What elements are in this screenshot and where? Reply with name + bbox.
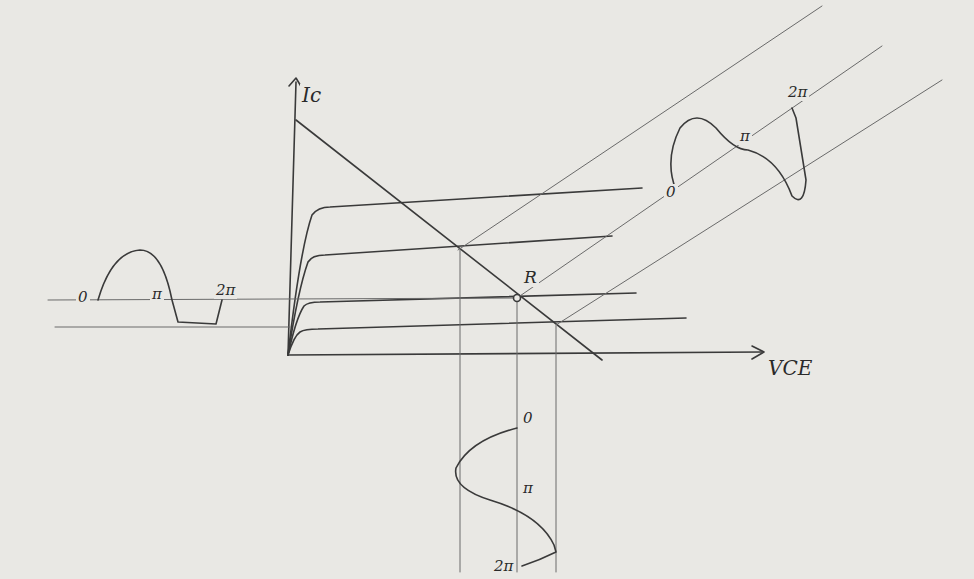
- point-label: R: [522, 268, 539, 287]
- projection-line: [460, 250, 461, 572]
- axis-arrow: [752, 346, 764, 359]
- axis-label: VCE: [766, 357, 814, 379]
- projection-line: [556, 326, 557, 572]
- ic-waveform: [671, 108, 806, 200]
- phase-label: 2π: [214, 282, 237, 299]
- vce-waveform: [456, 428, 556, 566]
- phase-label: 0: [76, 289, 90, 306]
- characteristic-curve: [288, 188, 642, 355]
- phase-label: 2π: [492, 558, 515, 575]
- phase-label: 2π: [786, 84, 809, 101]
- axis-label: Ic: [300, 84, 323, 106]
- q-point: [514, 295, 521, 302]
- phase-label: 0: [664, 184, 678, 201]
- characteristic-curve: [288, 318, 686, 355]
- projection-line: [48, 298, 520, 300]
- projection-line: [517, 46, 882, 298]
- vce-axis: [288, 352, 762, 355]
- phase-label: 0: [521, 410, 535, 427]
- projection-line: [556, 80, 942, 325]
- input-waveform: [98, 250, 222, 324]
- phase-label: π: [150, 286, 164, 303]
- phase-label: π: [738, 128, 752, 145]
- phase-label: π: [521, 480, 535, 497]
- projection-line: [517, 298, 518, 572]
- projection-line: [55, 327, 290, 328]
